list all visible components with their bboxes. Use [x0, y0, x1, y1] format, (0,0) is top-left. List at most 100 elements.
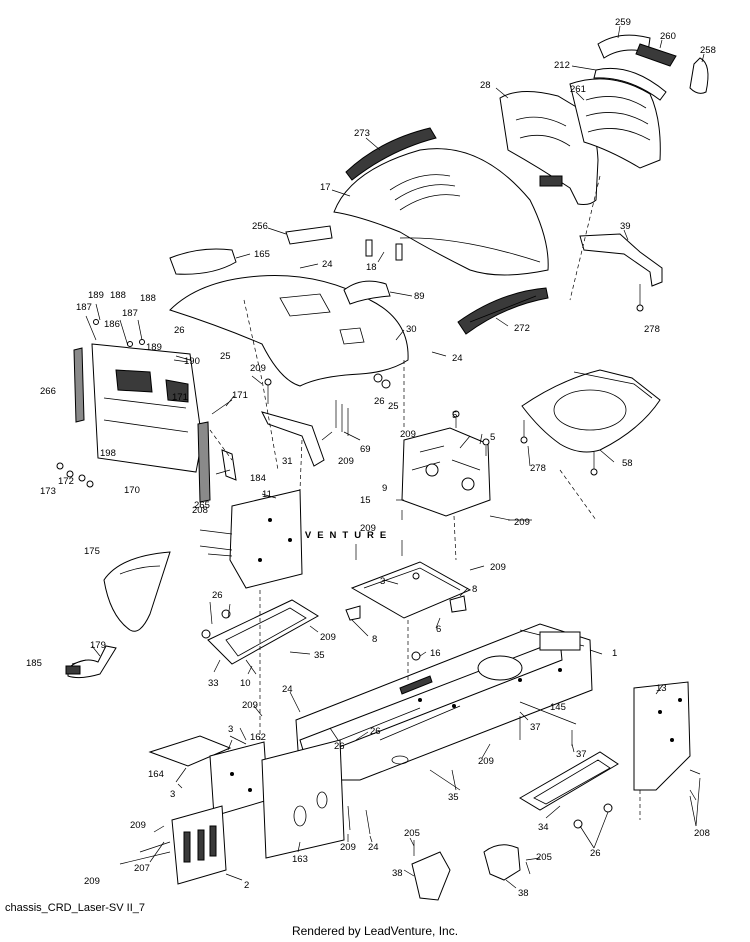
callout-35a: 35	[314, 650, 325, 661]
callout-212: 212	[554, 60, 570, 71]
footrest-33-group	[201, 599, 319, 675]
callout-278b: 278	[530, 463, 546, 474]
callout-1: 1	[612, 648, 617, 659]
part-165-cover	[169, 248, 237, 275]
part-163-plate	[261, 739, 345, 859]
callout-37a: 37	[530, 722, 541, 733]
callout-187b: 187	[122, 308, 138, 319]
part-273-hood-trim	[345, 127, 437, 181]
hood-vents	[389, 174, 461, 211]
callout-3b: 3	[228, 724, 233, 735]
callout-209g: 209	[320, 632, 336, 643]
callout-256: 256	[252, 221, 268, 232]
callout-163: 163	[292, 854, 308, 865]
part-18b-bumper	[395, 243, 403, 261]
callout-175: 175	[84, 546, 100, 557]
callout-209b: 209	[400, 429, 416, 440]
callout-28: 28	[480, 80, 491, 91]
callout-205b: 205	[536, 852, 552, 863]
callout-209c: 209	[338, 456, 354, 467]
part-266-trim	[73, 347, 85, 423]
hood-front-light	[539, 175, 563, 187]
callout-261: 261	[570, 84, 586, 95]
callout-209k: 209	[340, 842, 356, 853]
callout-31: 31	[282, 456, 293, 467]
callout-259: 259	[615, 17, 631, 28]
part-58-seat-pan	[521, 369, 661, 453]
callout-69: 69	[360, 444, 371, 455]
fender-group	[103, 551, 171, 632]
callout-185: 185	[26, 658, 42, 669]
dash-opening-2	[339, 327, 365, 345]
frame-group	[295, 623, 593, 781]
panel-cutout	[115, 369, 153, 393]
callout-207: 207	[134, 863, 150, 874]
console-detail	[411, 445, 481, 471]
callout-209i: 209	[478, 756, 494, 767]
part-13-panel	[633, 681, 691, 791]
rear-panel-group	[633, 681, 701, 801]
callout-208a: 208	[192, 505, 208, 516]
frame-front-plate	[539, 631, 581, 651]
callouts: 259 260 258 212 28 261 273 17 39 256 165…	[26, 17, 716, 899]
part-272-hood-trim	[457, 287, 549, 335]
part-212-strip	[593, 67, 667, 101]
callout-58: 58	[622, 458, 633, 469]
callout-38a: 38	[392, 868, 403, 879]
part-34-footrest	[519, 751, 619, 811]
callout-162: 162	[250, 732, 266, 743]
plate-6-group	[345, 540, 472, 621]
callout-258: 258	[700, 45, 716, 56]
seat-pan-lip	[573, 371, 653, 399]
callout-198: 198	[100, 448, 116, 459]
bracket-31-group	[261, 373, 391, 467]
callout-33: 33	[208, 678, 219, 689]
panel-cutout-2	[165, 379, 189, 403]
callout-171a: 171	[232, 390, 248, 401]
part-265-trim	[197, 421, 211, 503]
hood-front-detail	[515, 116, 571, 147]
diagram-code: chassis_CRD_Laser-SV II_7	[5, 902, 146, 914]
callout-26d: 26	[334, 741, 345, 752]
callout-18: 18	[366, 262, 377, 273]
callout-6: 6	[436, 624, 441, 635]
callout-3c: 3	[170, 789, 175, 800]
callout-34: 34	[538, 822, 549, 833]
callout-5b: 5	[490, 432, 495, 443]
callout-3a: 3	[380, 576, 385, 587]
callout-184: 184	[250, 473, 266, 484]
callout-189a: 189	[88, 290, 104, 301]
callout-266: 266	[40, 386, 56, 397]
part-89-dash-cover	[343, 280, 391, 305]
callout-11: 11	[262, 489, 272, 500]
callout-172: 172	[58, 476, 74, 487]
fender-line	[119, 565, 161, 575]
seat-pan-opening	[553, 389, 627, 431]
footer-credit: Rendered by LeadVenture, Inc.	[291, 924, 459, 938]
hood-line	[399, 237, 541, 263]
part-33-footrest	[207, 599, 319, 665]
callout-24b: 24	[452, 353, 463, 364]
rod-group	[519, 701, 577, 746]
callout-9: 9	[382, 483, 387, 494]
callout-209d: 209	[514, 517, 530, 528]
footrest-pad	[225, 607, 307, 657]
callout-35b: 35	[448, 792, 459, 803]
assembly-lines	[209, 175, 641, 820]
part-261-grille	[569, 78, 661, 169]
part-145-rod	[519, 701, 577, 725]
callout-24c: 24	[282, 684, 293, 695]
part-9-console	[401, 427, 491, 517]
hood-group	[333, 127, 549, 335]
callout-190: 190	[184, 356, 200, 367]
callout-26c: 26	[212, 590, 223, 601]
grille-group	[499, 34, 709, 205]
callout-209f: 209	[490, 562, 506, 573]
callout-2: 2	[244, 880, 249, 891]
callout-209l: 209	[84, 876, 100, 887]
callout-209a: 209	[250, 363, 266, 374]
frame-slot	[399, 675, 433, 695]
plate-38-group	[411, 840, 531, 901]
part-28-hood-front	[499, 91, 599, 205]
callout-38b: 38	[518, 888, 529, 899]
